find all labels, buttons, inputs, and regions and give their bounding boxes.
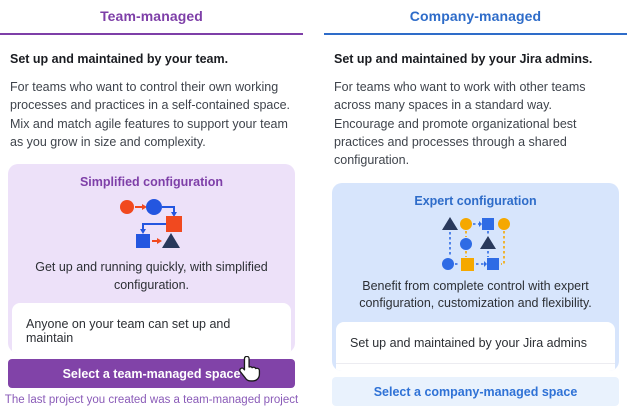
- team-description: For teams who want to control their own …: [10, 79, 291, 149]
- team-lead-text: Set up and maintained by your team.: [10, 51, 229, 66]
- simplified-configuration-caption: Get up and running quickly, with simplif…: [35, 260, 268, 292]
- expert-configuration-card: Expert configuration: [332, 182, 619, 372]
- expert-configuration-title: Expert configuration: [414, 193, 537, 208]
- flow-shapes-icon: [119, 199, 182, 249]
- select-company-managed-button[interactable]: Select a company-managed space: [332, 377, 619, 406]
- select-team-managed-button[interactable]: Select a team-managed space: [8, 359, 295, 388]
- company-feature-list: Set up and maintained by your Jira admin…: [336, 321, 615, 372]
- grid-shapes-icon: [441, 216, 510, 271]
- team-feature-row-1: Anyone on your team can set up and maint…: [12, 303, 291, 353]
- company-column-title: Company-managed: [409, 8, 542, 24]
- simplified-configuration-title: Simplified configuration: [79, 175, 224, 190]
- team-managed-column: Team-managed Set up and maintained by yo…: [0, 0, 303, 406]
- company-column-divider: [324, 33, 627, 35]
- company-lead-text: Set up and maintained by your Jira admin…: [334, 51, 593, 66]
- simplified-configuration-card: Simplified configuration: [8, 164, 295, 354]
- company-feature-row-1: Set up and maintained by your Jira admin…: [336, 322, 615, 364]
- team-feature-list: Anyone on your team can set up and maint…: [12, 303, 291, 354]
- team-column-title: Team-managed: [100, 8, 203, 24]
- team-column-divider: [0, 33, 303, 35]
- company-description: For teams who want to work with other te…: [334, 79, 586, 168]
- simplified-configuration-illustration: [8, 189, 295, 257]
- company-managed-column: Company-managed Set up and maintained by…: [324, 0, 627, 406]
- expert-configuration-caption: Benefit from complete control with exper…: [359, 278, 592, 311]
- team-footnote: The last project you created was a team-…: [4, 394, 299, 406]
- company-feature-row-2: Standardized configuration shared across…: [336, 364, 615, 371]
- expert-configuration-illustration: [332, 208, 619, 276]
